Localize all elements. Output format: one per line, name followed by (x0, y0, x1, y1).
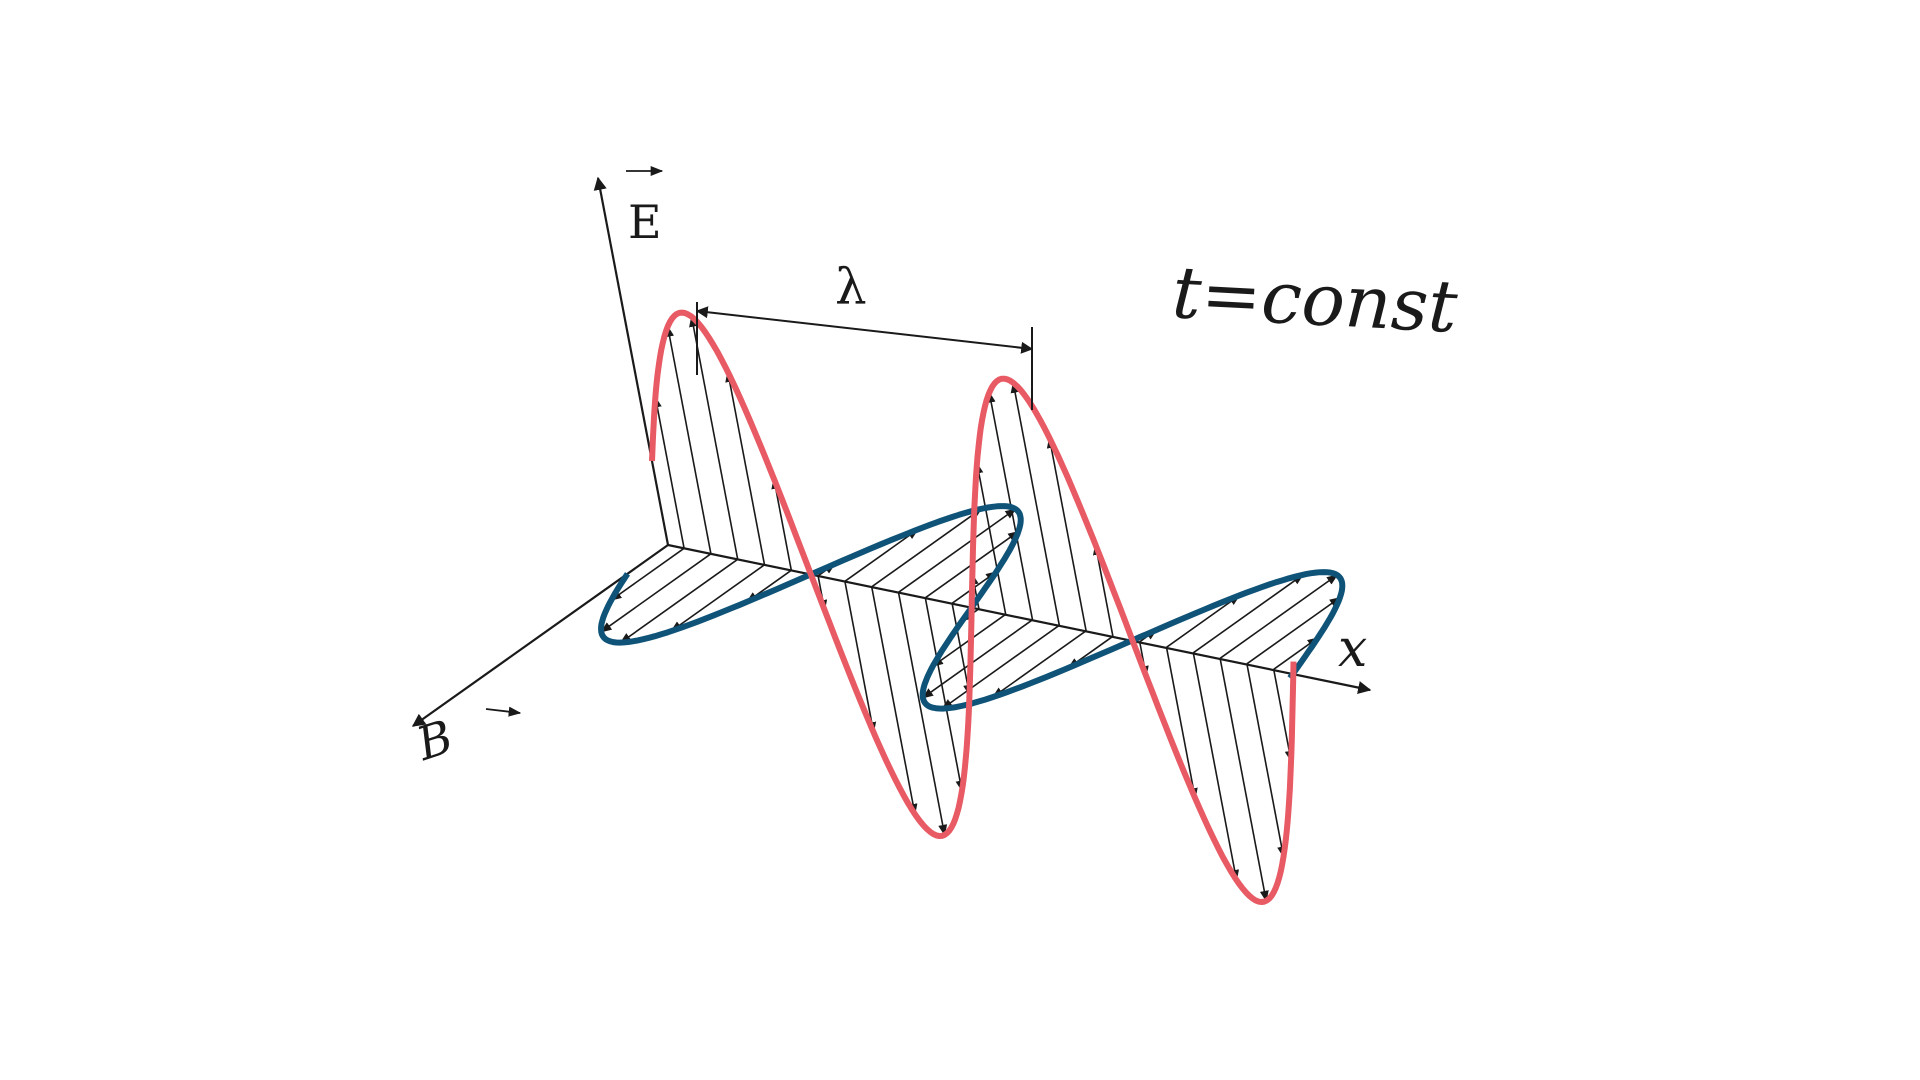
b-vector-arrow-icon (485, 706, 522, 717)
x-axis (667, 543, 1372, 695)
b-vector-arrow (992, 630, 1087, 698)
e-field-wave (649, 309, 1297, 905)
e-vector-arrow (1246, 663, 1287, 858)
b-vector-arrow (871, 508, 983, 588)
e-vector-arrow (725, 370, 766, 565)
b-vector-arrow (670, 564, 765, 632)
b-field-label: B (409, 709, 459, 771)
x-axis-label: x (1338, 619, 1367, 679)
e-vector-arrow (897, 592, 948, 837)
b-vector-arrow (1273, 637, 1319, 670)
e-vector-arrow (870, 586, 918, 816)
wavelength-marker (695, 302, 1034, 410)
wavelength-label: λ (835, 258, 867, 316)
e-vector-arrow (951, 603, 973, 697)
e-vector-arrow (1165, 647, 1198, 800)
e-vector-arrow (652, 396, 685, 549)
b-vector-arrow (619, 558, 739, 644)
e-vector-arrow (844, 581, 877, 734)
e-vector-arrow (665, 325, 712, 554)
e-vector-arrow (924, 597, 965, 792)
b-field-wave (598, 503, 1346, 712)
e-vector-arrow (974, 462, 1007, 615)
b-vector-arrow (941, 624, 1060, 710)
e-vector-arrow (1219, 658, 1269, 903)
b-vector-arrow (1219, 574, 1339, 659)
b-vector-arrow (1246, 596, 1341, 665)
time-constant-label: t=const (1170, 250, 1460, 349)
e-vector-arrow (1010, 381, 1061, 626)
b-vector-arrow (600, 553, 712, 633)
b-vector-arrow (898, 508, 1017, 593)
e-vector-arrow (689, 315, 739, 560)
e-field-label: E (628, 195, 662, 249)
b-vector-arrow (1166, 594, 1241, 648)
b-vector-arrow (610, 547, 685, 601)
b-vector-arrow (1192, 574, 1304, 654)
e-vector-arrow (1046, 436, 1087, 631)
b-vector-arrow (844, 528, 919, 582)
e-vector-arrow (1192, 652, 1240, 882)
e-axis (593, 176, 670, 546)
wavelength-arrow (695, 306, 1034, 354)
e-vector-arrow (1272, 669, 1294, 763)
